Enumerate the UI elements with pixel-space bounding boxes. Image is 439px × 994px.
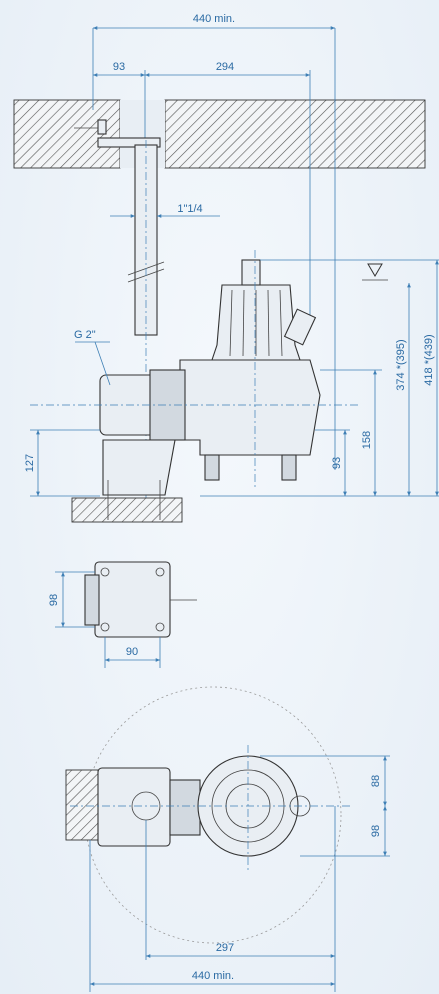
plan-coupling [97, 767, 171, 847]
foot-bolt-hole-1 [100, 567, 110, 577]
dim-label-pipe-size: 1"1/4 [177, 203, 202, 215]
dim-label-foot-98: 98 [48, 594, 60, 606]
dim-label-418: 418 *(439) [423, 334, 435, 385]
dim-label-98: 98 [370, 825, 382, 837]
cable-gland [283, 308, 317, 346]
dim-label-158: 158 [361, 431, 373, 449]
dim-label-outlet: G 2" [74, 329, 96, 341]
dim-label-foot-90: 90 [126, 646, 138, 658]
plan-flange [169, 779, 201, 836]
dim-label-297: 297 [216, 942, 234, 954]
foot-bolt-hole-3 [100, 622, 110, 632]
water-level-symbol [367, 263, 383, 277]
foot-flange [94, 561, 171, 638]
pump-foot-left [204, 454, 220, 481]
side-view: 440 min. 93 294 1"1/4 [13, 13, 439, 523]
dim-outlet-leader-2 [94, 341, 111, 386]
dim-label-93v: 93 [331, 457, 343, 469]
ceiling-bracket [97, 119, 107, 135]
foot-bolt-hole-2 [155, 567, 165, 577]
ceiling-slab-right [164, 99, 426, 169]
foot-view: 98 90 [48, 561, 197, 668]
dim-label-93: 93 [113, 61, 125, 73]
foot-lug [84, 574, 100, 626]
dim-label-440: 440 min. [193, 13, 235, 25]
dim-label-127: 127 [24, 454, 36, 472]
plan-view: 88 98 297 440 min. [65, 686, 390, 992]
guide-rail-bracket [97, 137, 161, 148]
dim-label-294: 294 [216, 61, 234, 73]
foot-bolt-hole-4 [155, 622, 165, 632]
pump-volute [179, 359, 321, 456]
floor-slab [71, 497, 183, 523]
pump-foot-right [281, 454, 297, 481]
plan-wall [65, 769, 99, 841]
pump-handle [241, 259, 261, 286]
dim-label-374: 374 *(395) [395, 339, 407, 390]
motor-fins [229, 289, 283, 357]
dim-label-440-bottom: 440 min. [192, 970, 234, 982]
base-stand [102, 439, 176, 496]
dim-label-88: 88 [370, 775, 382, 787]
